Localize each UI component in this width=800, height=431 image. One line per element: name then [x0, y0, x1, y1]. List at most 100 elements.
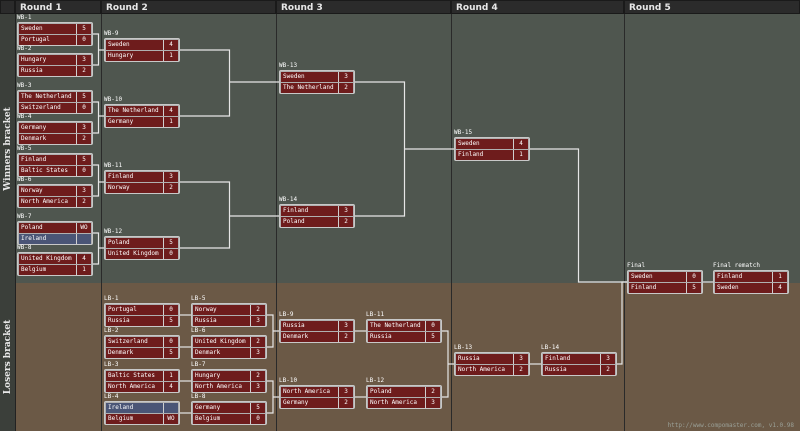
team-row[interactable]: Ireland: [19, 234, 91, 244]
connector-line: [93, 232, 104, 265]
round-column: [451, 0, 625, 431]
connector-line: [530, 148, 627, 283]
team-score: 2: [600, 365, 615, 375]
team-score: 1: [76, 265, 91, 275]
team-score: 1: [163, 117, 178, 127]
team-row[interactable]: Ireland: [106, 403, 178, 413]
team-score: 3: [338, 206, 353, 216]
